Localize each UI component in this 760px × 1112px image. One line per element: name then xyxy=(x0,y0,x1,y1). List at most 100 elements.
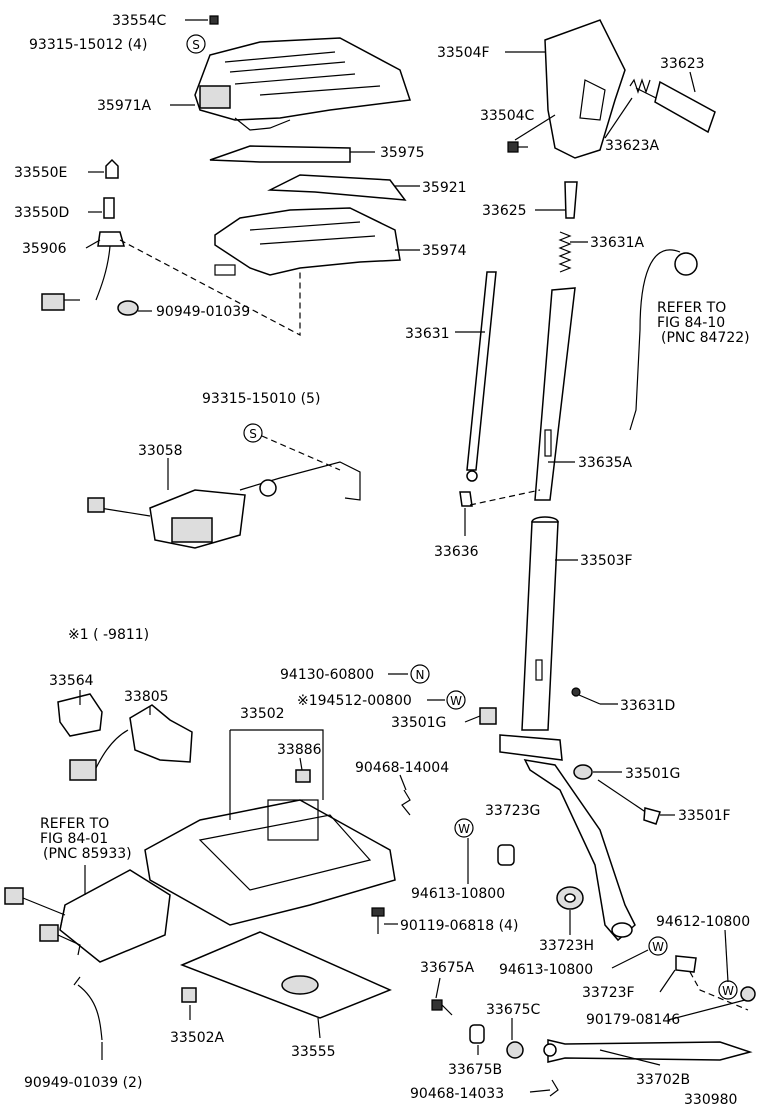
label-90468-14004: 90468-14004 xyxy=(355,760,449,776)
label-93315-15012: 93315-15012 (4) xyxy=(29,37,147,53)
clip-90468-14004 xyxy=(401,789,411,816)
screw-33554C xyxy=(209,15,219,25)
label-33675A: 33675A xyxy=(420,960,475,976)
bolt-33675A xyxy=(431,999,453,1016)
label-35975: 35975 xyxy=(380,145,425,161)
label-94130-60800: 94130-60800 xyxy=(280,667,374,683)
label-refer-1b: FIG 84-10 xyxy=(657,315,725,331)
label-33623: 33623 xyxy=(660,56,705,72)
svg-text:S: S xyxy=(192,38,200,52)
label-90949-01039-2: 90949-01039 (2) xyxy=(24,1075,142,1091)
spring-33631A xyxy=(558,231,572,273)
label-33550E: 33550E xyxy=(14,165,67,181)
module-85933 xyxy=(4,869,171,963)
bushing-33723H xyxy=(556,886,584,910)
nut-33502A xyxy=(181,987,197,1003)
switch-33805 xyxy=(69,704,193,781)
bushing-33675B xyxy=(469,1024,485,1044)
nut-33675C xyxy=(506,1041,524,1059)
label-33723F: 33723F xyxy=(582,985,635,1001)
pin-33723F xyxy=(675,955,697,973)
label-90949-01039: 90949-01039 xyxy=(156,304,250,320)
bulb-33550E xyxy=(105,158,119,179)
svg-text:W: W xyxy=(722,984,734,998)
label-35974: 35974 xyxy=(422,243,467,259)
plate-35974 xyxy=(214,207,401,276)
label-refer-2a: REFER TO xyxy=(40,816,109,832)
symbol-w-3: W xyxy=(648,936,668,956)
bolt-33501F xyxy=(597,779,661,825)
label-33504F: 33504F xyxy=(437,45,490,61)
label-90468-14033: 90468-14033 xyxy=(410,1086,504,1102)
cover-33555 xyxy=(179,931,392,1019)
svg-text:W: W xyxy=(652,940,664,954)
label-33886: 33886 xyxy=(277,742,322,758)
label-33058: 33058 xyxy=(138,443,183,459)
label-194512-00800: ※194512-00800 xyxy=(297,693,412,709)
label-33501G-a: 33501G xyxy=(391,715,446,731)
label-note-1: ※1 ( -9811) xyxy=(68,627,149,643)
spring-33623A xyxy=(629,78,651,94)
part-labels: 33554C 93315-15012 (4) 35971A 35975 3592… xyxy=(14,13,750,1108)
label-33502A: 33502A xyxy=(170,1030,225,1046)
nut-33886 xyxy=(295,769,311,783)
label-33625: 33625 xyxy=(482,203,527,219)
label-35906: 35906 xyxy=(22,241,67,257)
label-94613-10800-a: 94613-10800 xyxy=(411,886,505,902)
label-33631: 33631 xyxy=(405,326,450,342)
label-33675B: 33675B xyxy=(448,1062,502,1078)
label-33501F: 33501F xyxy=(678,808,731,824)
label-refer-1c: (PNC 84722) xyxy=(661,330,750,346)
svg-text:S: S xyxy=(249,427,257,441)
label-33504C: 33504C xyxy=(480,108,535,124)
label-33502: 33502 xyxy=(240,706,285,722)
switch-33564 xyxy=(57,693,103,737)
label-33550D: 33550D xyxy=(14,205,69,221)
bolt-90119-06818 xyxy=(371,907,385,934)
plate-35975 xyxy=(209,145,351,163)
plate-35921 xyxy=(267,174,407,201)
pin-33631D xyxy=(571,687,601,705)
label-33805: 33805 xyxy=(124,689,169,705)
leader-lines xyxy=(79,19,746,1093)
label-90179-08146: 90179-08146 xyxy=(586,1012,680,1028)
pin-33625 xyxy=(564,181,578,219)
nut-90179-08146 xyxy=(740,986,756,1002)
label-33623A: 33623A xyxy=(605,138,660,154)
symbol-w-4: W xyxy=(718,980,738,1000)
label-94612-10800: 94612-10800 xyxy=(656,914,750,930)
lever-33635A xyxy=(534,287,576,501)
label-refer-2b: FIG 84-01 xyxy=(40,831,108,847)
bulb-33550D xyxy=(103,197,115,219)
label-33675C: 33675C xyxy=(486,1002,541,1018)
rod-33702B xyxy=(543,1039,753,1063)
symbol-s-1: S xyxy=(186,34,206,54)
svg-text:W: W xyxy=(458,822,470,836)
lever-33503F xyxy=(499,516,636,942)
label-33501G-b: 33501G xyxy=(625,766,680,782)
label-90119-06818: 90119-06818 (4) xyxy=(400,918,518,934)
label-35971A: 35971A xyxy=(97,98,152,114)
svg-text:N: N xyxy=(416,668,425,682)
symbol-s-2: S xyxy=(243,423,263,443)
rod-33631 xyxy=(466,271,497,482)
figure-number: 330980 xyxy=(684,1092,737,1108)
clip-90468-14033 xyxy=(549,1079,559,1097)
label-refer-2c: (PNC 85933) xyxy=(43,846,132,862)
svg-text:W: W xyxy=(450,694,462,708)
clip-90949-01039 xyxy=(117,300,139,316)
symbol-w-1: W xyxy=(446,690,466,710)
label-33702B: 33702B xyxy=(636,1072,690,1088)
label-93315-15010: 93315-15010 (5) xyxy=(202,391,320,407)
button-33623 xyxy=(635,80,716,134)
label-33723G: 33723G xyxy=(485,803,540,819)
solenoid-33058 xyxy=(87,461,361,549)
label-33503F: 33503F xyxy=(580,553,633,569)
clip-33636 xyxy=(459,491,473,507)
label-33635A: 33635A xyxy=(578,455,633,471)
label-33631A: 33631A xyxy=(590,235,645,251)
harness-84722 xyxy=(629,249,698,431)
label-33564: 33564 xyxy=(49,673,94,689)
label-35921: 35921 xyxy=(422,180,467,196)
